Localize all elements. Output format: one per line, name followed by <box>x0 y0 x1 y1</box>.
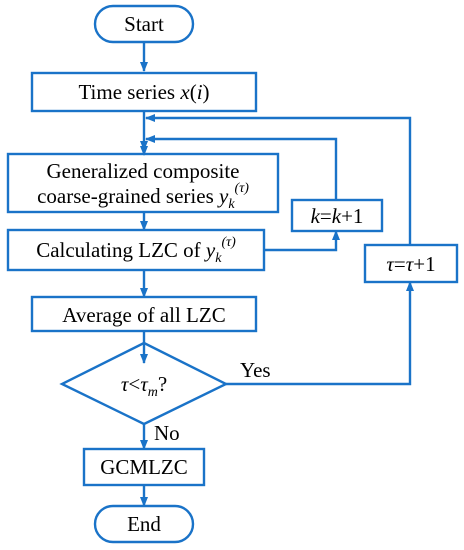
edge-yes-to-tau-update <box>226 281 414 386</box>
average-box <box>30 295 258 333</box>
calc-lzc-box <box>6 228 266 272</box>
time-series-label: Time series x(i) <box>78 80 209 104</box>
gcc-series-box <box>6 152 280 214</box>
start-terminal <box>93 4 195 44</box>
gcmlzc-box <box>82 447 206 487</box>
yes-label: Yes <box>240 358 271 382</box>
average-label: Average of all LZC <box>62 303 225 327</box>
gcc-series-label-line2: coarse-grained series yk(τ) <box>37 181 249 212</box>
tau-update-box <box>363 243 459 284</box>
edge-tau-update-to-merge <box>145 114 412 245</box>
decision-diamond <box>59 341 229 426</box>
end-terminal <box>93 504 195 544</box>
edge-k-update-to-merge <box>145 135 338 200</box>
end-label: End <box>127 512 161 536</box>
tau-update-label: τ=τ+1 <box>386 252 435 276</box>
start-label: Start <box>124 12 164 36</box>
no-label: No <box>154 421 180 445</box>
k-update-box <box>290 198 384 233</box>
edge-calc-to-k-update <box>264 230 340 252</box>
gcmlzc-label: GCMLZC <box>100 455 188 479</box>
gcc-series-label-line1: Generalized composite <box>47 159 240 183</box>
calc-lzc-label: Calculating LZC of yk(τ) <box>36 235 236 266</box>
k-update-label: k=k+1 <box>311 204 364 228</box>
time-series-box <box>30 71 258 113</box>
decision-label: τ<τm? <box>121 372 167 400</box>
